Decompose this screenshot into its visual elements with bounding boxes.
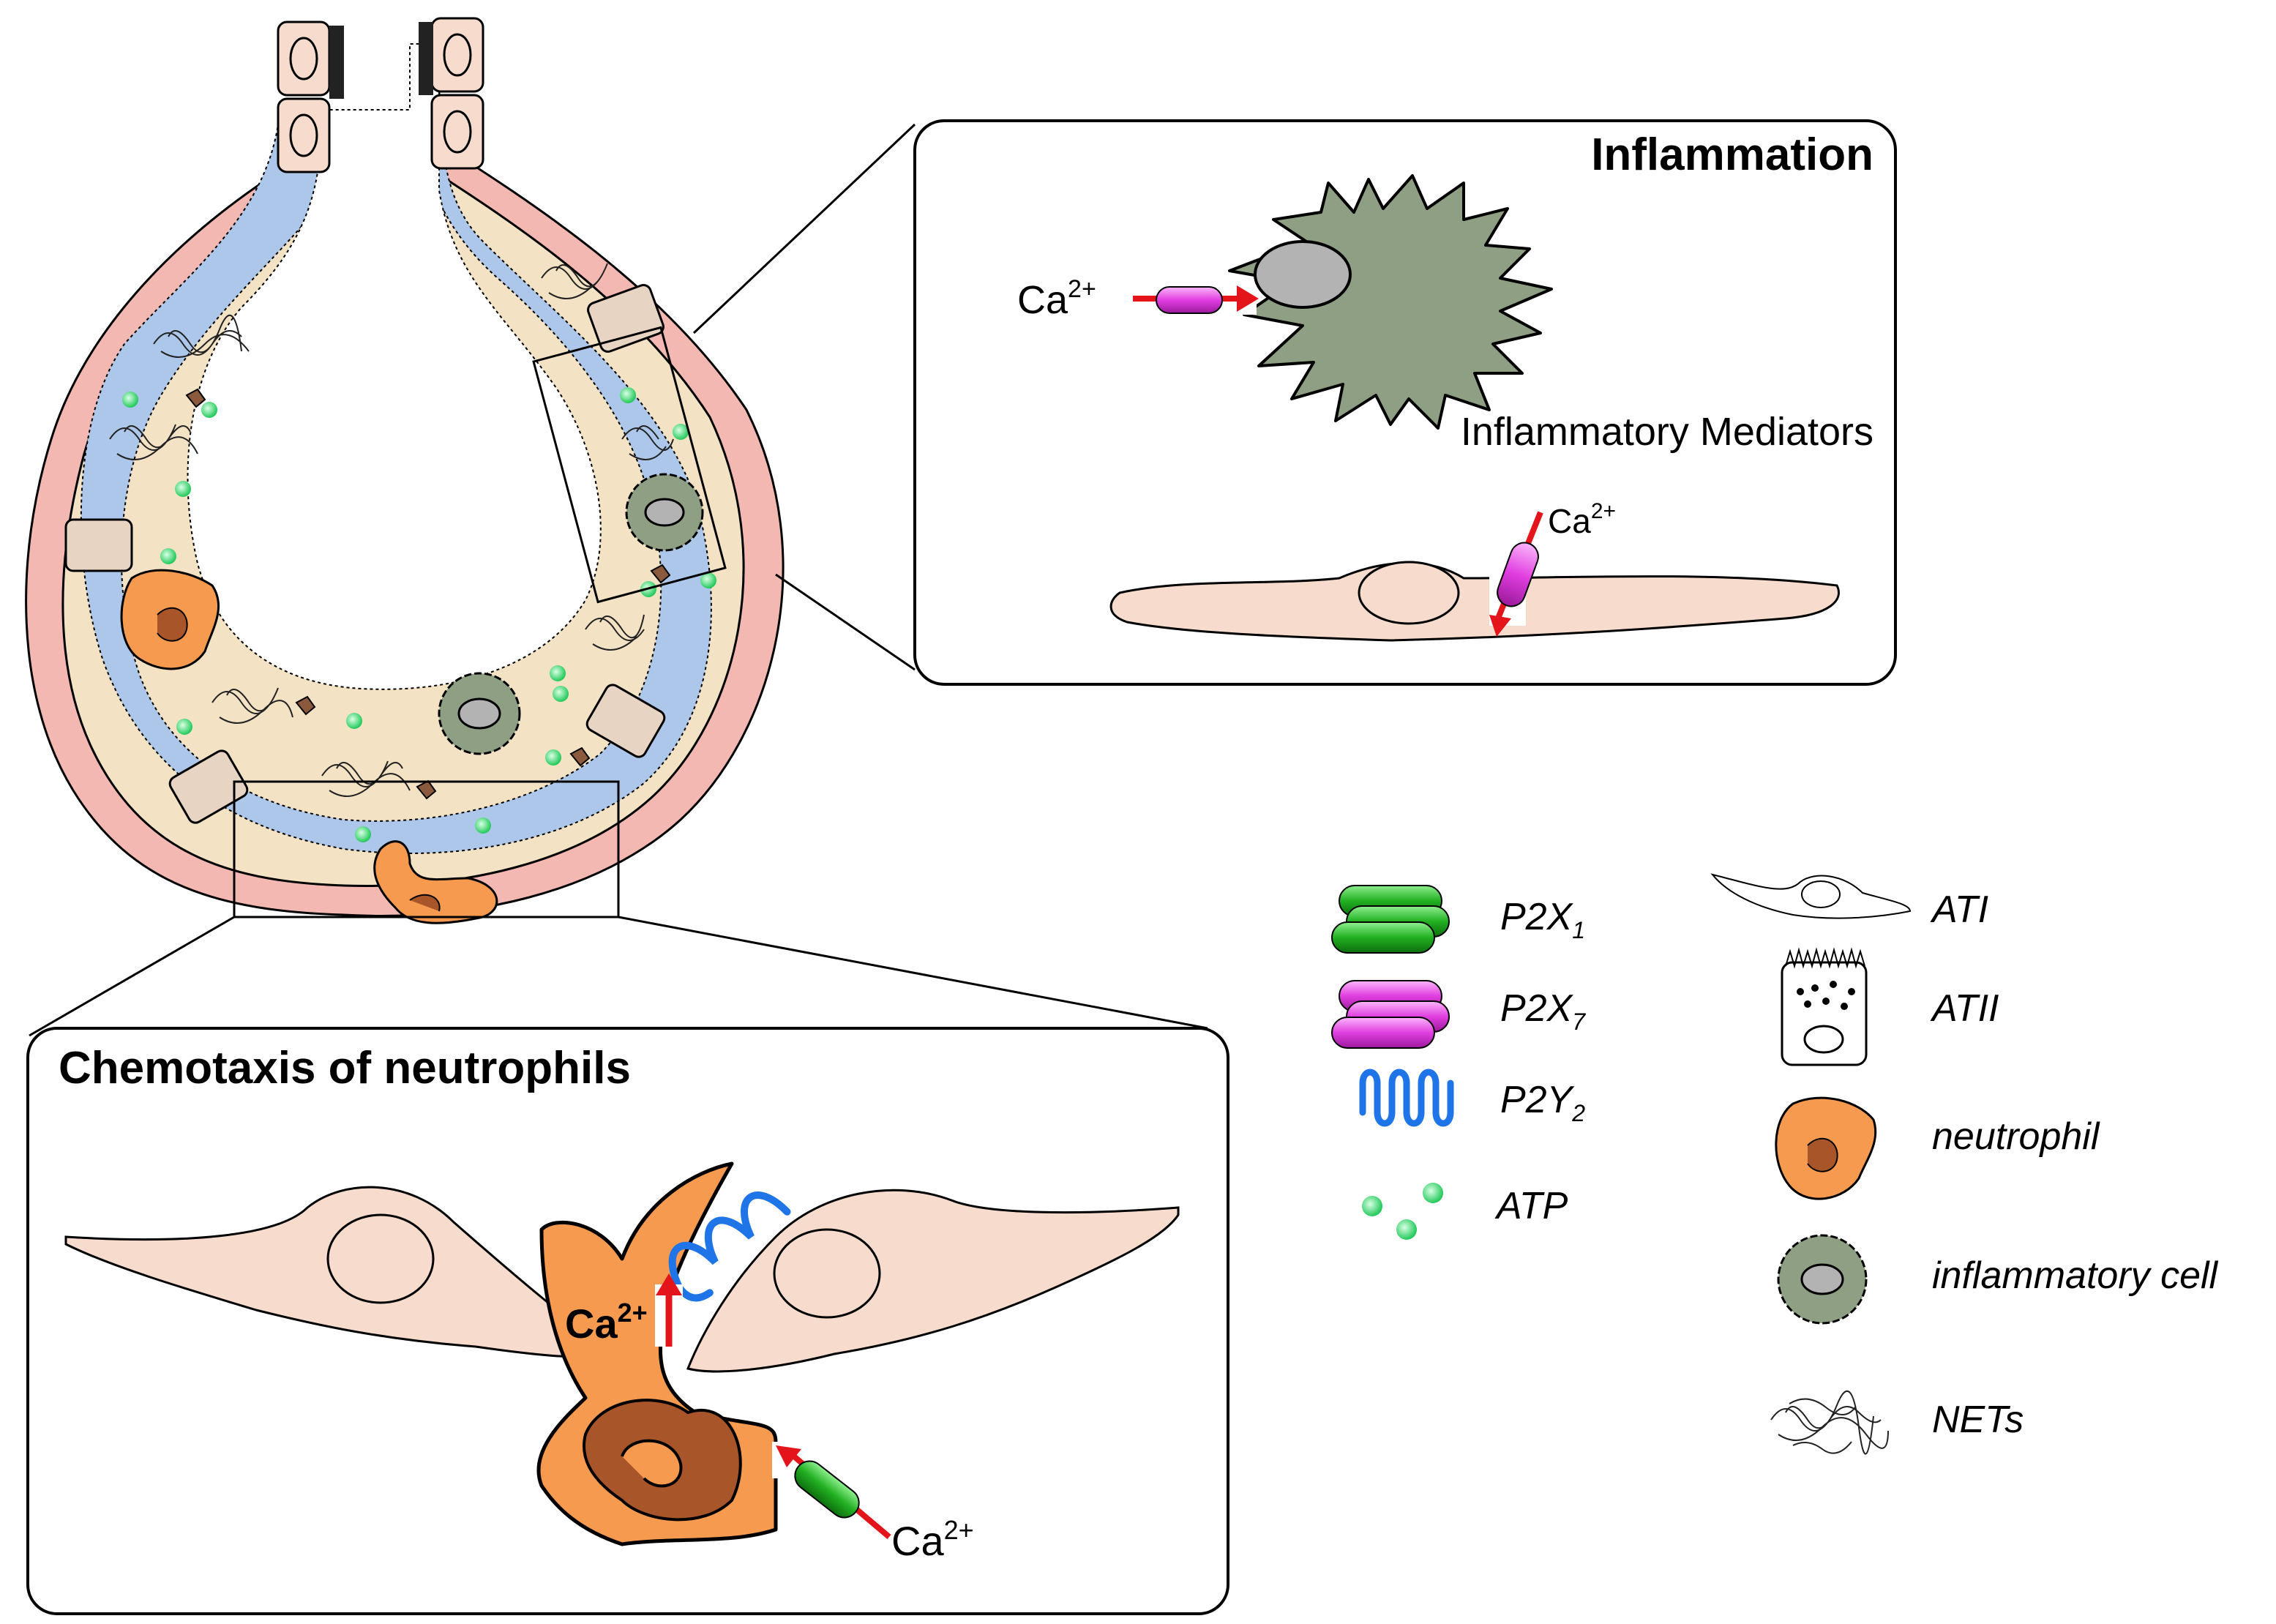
legend-p2y2-sub: 2 xyxy=(1571,1100,1585,1126)
legend-p2x1-sub: 1 xyxy=(1572,917,1585,943)
ca-ion-charge-2: 2+ xyxy=(1591,499,1616,523)
atii-cells-in-wall xyxy=(64,284,666,824)
legend-p2x7-icon xyxy=(1331,980,1450,1049)
zoom-box-lower xyxy=(233,780,620,918)
p2x1-receptor-chemotaxis xyxy=(772,1442,891,1540)
transmigrating-neutrophil xyxy=(373,840,498,924)
ca-influx-arrow-up xyxy=(655,1273,683,1347)
ca-ion-label-top: Ca xyxy=(565,1301,618,1347)
legend-p2y2-icon xyxy=(1359,1069,1454,1127)
ca-ion-charge-bottom: 2+ xyxy=(944,1515,974,1545)
inflammatory-cell-in-alveolus xyxy=(438,473,704,755)
inflammatory-cell-nucleus xyxy=(1254,240,1352,309)
inflammation-panel: Inflammation Ca2+ Inflammatory Mediators… xyxy=(913,119,1897,686)
svg-text:Ca2+: Ca2+ xyxy=(565,1298,648,1347)
ca-ion-charge: 2+ xyxy=(1068,275,1096,303)
atp-molecules xyxy=(122,387,716,842)
inflammation-title: Inflammation xyxy=(1591,130,1873,180)
legend-atp-icon xyxy=(1362,1183,1443,1240)
alveolus xyxy=(25,17,785,924)
svg-text:P2X1: P2X1 xyxy=(1500,896,1585,943)
legend-p2x1-icon xyxy=(1331,885,1450,954)
legend-neutrophil-icon xyxy=(1775,1096,1877,1200)
legend-nets-icon xyxy=(1770,1390,1889,1455)
svg-text:Ca2+: Ca2+ xyxy=(1548,499,1616,540)
zoom-box-upper xyxy=(532,326,727,604)
p2x7-receptor-inflammatory xyxy=(1133,285,1259,315)
legend-inflammatory-cell-icon xyxy=(1777,1234,1868,1325)
legend-neutrophil-label: neutrophil xyxy=(1932,1115,2100,1158)
nets-in-alveolus xyxy=(109,263,674,797)
ca-ion-label-2: Ca xyxy=(1548,502,1591,540)
legend-p2y2-label: P2Y xyxy=(1500,1079,1575,1121)
legend: P2X1 P2X7 P2Y2 ATP ATI xyxy=(1331,873,2219,1455)
legend-p2x7-label: P2X xyxy=(1500,987,1574,1030)
legend-atp-label: ATP xyxy=(1494,1185,1568,1227)
svg-text:Ca2+: Ca2+ xyxy=(891,1515,974,1564)
ca-ion-label-bottom: Ca xyxy=(891,1518,944,1564)
legend-atii-icon xyxy=(1781,947,1868,1066)
cell-debris xyxy=(185,388,671,800)
p2x7-receptor-ati xyxy=(1489,511,1543,637)
chemotaxis-title: Chemotaxis of neutrophils xyxy=(59,1043,631,1093)
svg-text:P2X7: P2X7 xyxy=(1500,987,1586,1035)
svg-text:Ca2+: Ca2+ xyxy=(1017,275,1096,322)
svg-text:P2Y2: P2Y2 xyxy=(1500,1079,1585,1126)
ati-cell-inflammation xyxy=(1109,561,1840,642)
alveolar-lumen xyxy=(187,43,602,690)
legend-inflammatory-cell-label: inflammatory cell xyxy=(1932,1254,2219,1297)
bronchiole-cells xyxy=(277,17,484,173)
legend-p2x1-label: P2X xyxy=(1500,896,1574,938)
ca-ion-charge-top: 2+ xyxy=(618,1298,648,1328)
legend-atii-label: ATII xyxy=(1930,987,1999,1030)
chemotaxis-panel: Chemotaxis of neutrophils Ca2+ xyxy=(26,1027,1229,1615)
legend-nets-label: NETs xyxy=(1932,1399,2024,1441)
legend-ati-label: ATI xyxy=(1930,888,1988,931)
legend-p2x7-sub: 7 xyxy=(1572,1009,1586,1035)
inflammatory-mediators-label: Inflammatory Mediators xyxy=(1461,410,1873,454)
ca-ion-label: Ca xyxy=(1017,278,1068,322)
